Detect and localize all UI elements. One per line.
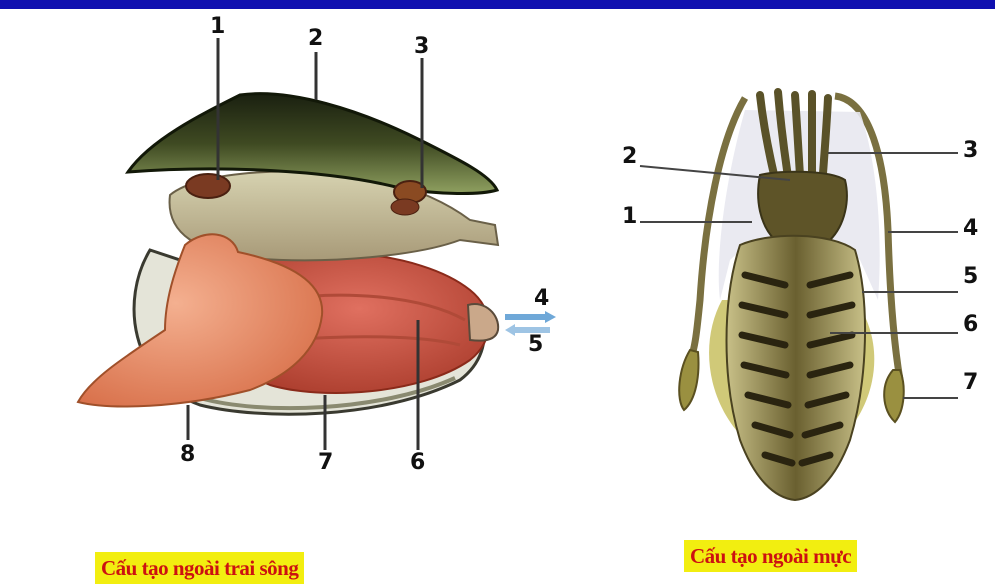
mussel-label-1: 1 <box>210 16 225 38</box>
squid-label-5: 5 <box>963 266 978 288</box>
mussel-caption: Cấu tạo ngoài trai sông <box>95 552 304 584</box>
mussel-label-4: 4 <box>534 288 549 310</box>
mussel-label-8: 8 <box>180 444 195 466</box>
mussel-label-3: 3 <box>414 36 429 58</box>
squid-label-2: 2 <box>622 146 637 168</box>
squid-illustration <box>640 92 958 500</box>
mussel-illustration <box>78 38 556 450</box>
squid-label-6: 6 <box>963 314 978 336</box>
mussel-label-7: 7 <box>318 452 333 474</box>
squid-caption: Cấu tạo ngoài mực <box>684 540 857 572</box>
mussel-label-2: 2 <box>308 28 323 50</box>
squid-label-1: 1 <box>622 206 637 228</box>
squid-label-4: 4 <box>963 218 978 240</box>
mussel-label-5: 5 <box>528 334 543 356</box>
squid-label-7: 7 <box>963 372 978 394</box>
squid-label-3: 3 <box>963 140 978 162</box>
mussel-label-6: 6 <box>410 452 425 474</box>
